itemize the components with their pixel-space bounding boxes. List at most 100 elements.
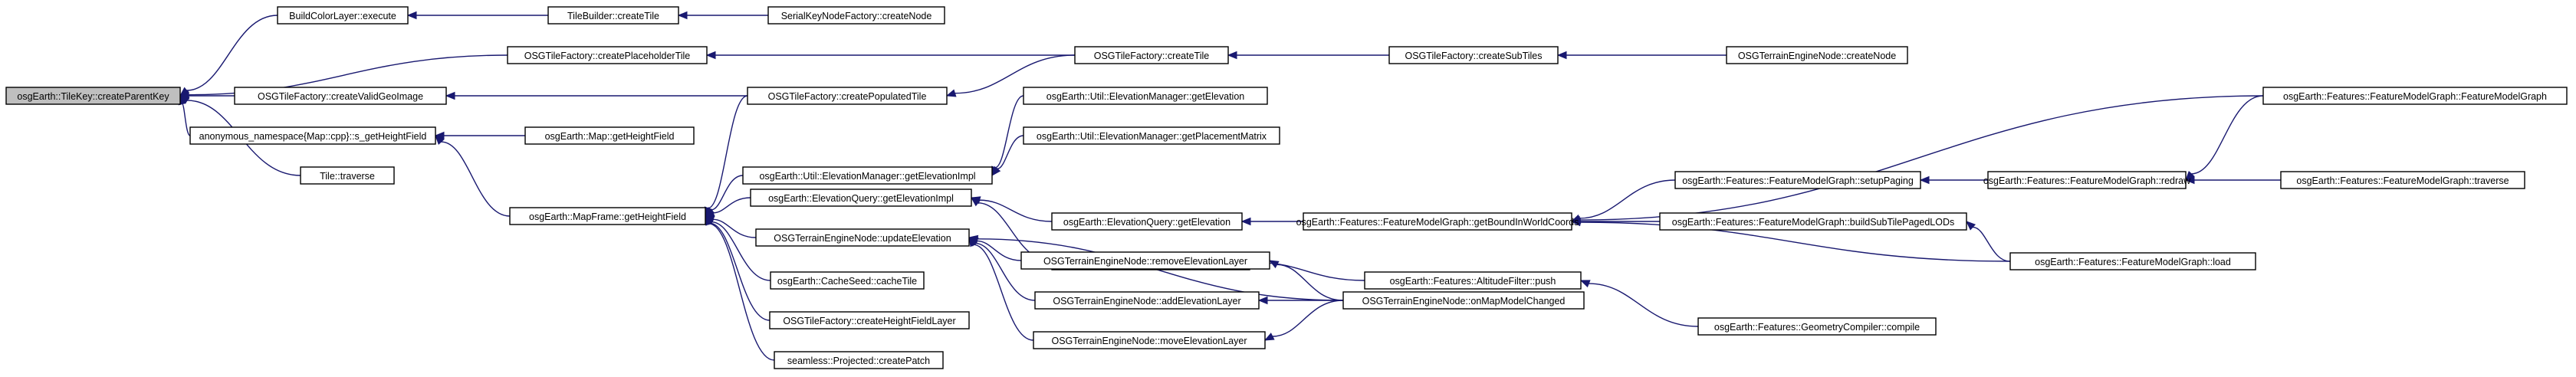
- graph-node[interactable]: OSGTileFactory::createPopulatedTile: [747, 87, 948, 105]
- graph-node[interactable]: osgEarth::Util::ElevationManager::getPla…: [1023, 126, 1280, 145]
- graph-node-root[interactable]: osgEarth::TileKey::createParentKey: [5, 87, 181, 105]
- graph-node[interactable]: osgEarth::ElevationQuery::getElevation: [1051, 212, 1243, 231]
- graph-edge-arrowhead: [1257, 296, 1268, 305]
- graph-node[interactable]: anonymous_namespace{Map::cpp}::s_getHeig…: [189, 126, 436, 145]
- graph-node-label: TileBuilder::createTile: [567, 11, 659, 21]
- graph-edge: [1240, 217, 1303, 226]
- graph-node-label: OSGTerrainEngineNode::createNode: [1738, 51, 1896, 61]
- graph-node[interactable]: osgEarth::MapFrame::getHeightField: [509, 207, 706, 225]
- graph-node[interactable]: osgEarth::Features::FeatureModelGraph::g…: [1296, 212, 1579, 231]
- graph-node[interactable]: osgEarth::Features::FeatureModelGraph::s…: [1674, 171, 1921, 189]
- graph-edge: [1919, 175, 1988, 185]
- graph-node-box: [1674, 171, 1921, 189]
- graph-node-box: [750, 188, 972, 207]
- graph-node[interactable]: OSGTileFactory::createTile: [1074, 46, 1229, 64]
- graph-node[interactable]: OSGTerrainEngineNode::onMapModelChanged: [1342, 291, 1585, 310]
- graph-edge-arrowhead: [406, 11, 417, 20]
- graph-node-label: osgEarth::Features::FeatureModelGraph::l…: [2035, 257, 2231, 267]
- graph-node-box: [1074, 46, 1229, 64]
- graph-node-label: osgEarth::ElevationQuery::getElevation: [1063, 217, 1230, 228]
- graph-edge-line: [1973, 226, 2011, 262]
- graph-node[interactable]: OSGTerrainEngineNode::addElevationLayer: [1034, 291, 1260, 310]
- graph-node-label: SerialKeyNodeFactory::createNode: [781, 11, 932, 21]
- graph-node-box: [769, 311, 970, 329]
- graph-node[interactable]: OSGTerrainEngineNode::removeElevationLay…: [1020, 251, 1270, 270]
- graph-edge: [2185, 95, 2264, 181]
- graph-edge-arrowhead: [1240, 217, 1251, 226]
- graph-node[interactable]: osgEarth::Features::AltitudeFilter::push: [1364, 271, 1582, 290]
- graph-node[interactable]: OSGTerrainEngineNode::moveElevationLayer: [1033, 331, 1266, 349]
- graph-node[interactable]: osgEarth::ElevationQuery::getElevationIm…: [750, 188, 972, 207]
- graph-node-label: OSGTileFactory::createPlaceholderTile: [524, 51, 691, 61]
- graph-edge: [1257, 296, 1343, 305]
- graph-node[interactable]: OSGTileFactory::createHeightFieldLayer: [769, 311, 970, 329]
- graph-edge-line: [713, 197, 751, 214]
- graph-edge: [435, 135, 511, 217]
- graph-edge-line: [994, 95, 1024, 169]
- graph-edge-line: [1579, 179, 1676, 219]
- graph-node[interactable]: OSGTileFactory::createSubTiles: [1388, 46, 1559, 64]
- graph-node-box: [1987, 171, 2187, 189]
- graph-edge-arrowhead: [1570, 218, 1581, 227]
- graph-edge: [179, 15, 278, 97]
- graph-node[interactable]: osgEarth::Features::GeometryCompiler::co…: [1697, 317, 1937, 336]
- graph-edge-line: [441, 141, 511, 217]
- graph-edge-line: [181, 103, 191, 136]
- graph-node[interactable]: osgEarth::Features::FeatureModelGraph::t…: [2280, 171, 2525, 189]
- graph-node[interactable]: osgEarth::CacheSeed::cacheTile: [770, 271, 925, 290]
- graph-node[interactable]: seamless::Projected::createPatch: [774, 351, 944, 369]
- graph-node[interactable]: OSGTerrainEngineNode::updateElevation: [755, 228, 970, 247]
- graph-edge: [991, 135, 1024, 177]
- graph-node[interactable]: osgEarth::Features::FeatureModelGraph::l…: [2009, 252, 2256, 270]
- graph-edge-line: [1272, 300, 1344, 337]
- graph-edge-arrowhead: [1263, 333, 1275, 341]
- graph-node[interactable]: Tile::traverse: [300, 166, 395, 185]
- graph-node-label: OSGTileFactory::createSubTiles: [1405, 51, 1543, 61]
- graph-edge-line: [709, 222, 770, 321]
- graph-node-box: [1020, 251, 1270, 270]
- graph-node[interactable]: osgEarth::Map::getHeightField: [524, 126, 695, 145]
- graph-node[interactable]: BuildColorLayer::execute: [277, 6, 409, 25]
- graph-edge: [968, 236, 1034, 341]
- graph-node[interactable]: OSGTileFactory::createValidGeoImage: [234, 87, 447, 105]
- graph-node-box: [1388, 46, 1559, 64]
- graph-node-box: [507, 46, 708, 64]
- graph-edge: [445, 91, 748, 100]
- graph-edge-line: [974, 242, 1036, 301]
- graph-node-label: osgEarth::Features::FeatureModelGraph::s…: [1682, 175, 1914, 186]
- graph-node-box: [770, 271, 925, 290]
- graph-node-box: [524, 126, 695, 145]
- graph-node-label: osgEarth::Features::FeatureModelGraph::b…: [1672, 217, 1955, 228]
- graph-node-label: anonymous_namespace{Map::cpp}::s_getHeig…: [199, 131, 427, 142]
- graph-node-label: osgEarth::Features::FeatureModelGraph::g…: [1296, 217, 1579, 228]
- graph-edge-arrowhead: [1919, 175, 1930, 185]
- graph-edge: [677, 11, 768, 20]
- graph-edge-arrowhead: [179, 95, 190, 104]
- graph-node[interactable]: osgEarth::Util::ElevationManager::getEle…: [742, 166, 993, 185]
- graph-node-label: OSGTileFactory::createValidGeoImage: [258, 91, 423, 102]
- graph-edge-arrowhead: [1227, 51, 1237, 60]
- graph-node[interactable]: SerialKeyNodeFactory::createNode: [767, 6, 945, 25]
- graph-node-label: osgEarth::Util::ElevationManager::getPla…: [1037, 131, 1267, 142]
- graph-node-box: [1033, 331, 1266, 349]
- graph-node-box: [1726, 46, 1908, 64]
- graph-node[interactable]: TileBuilder::createTile: [547, 6, 679, 25]
- graph-node[interactable]: OSGTileFactory::createPlaceholderTile: [507, 46, 708, 64]
- graph-node[interactable]: OSGTerrainEngineNode::createNode: [1726, 46, 1908, 64]
- graph-edge: [1263, 300, 1344, 341]
- graph-edge: [704, 197, 751, 217]
- graph-node-box: [747, 87, 948, 105]
- graph-edge: [1268, 260, 1344, 301]
- graph-edge: [1966, 221, 2011, 262]
- graph-node-label: OSGTerrainEngineNode::moveElevationLayer: [1052, 336, 1247, 346]
- graph-edge-line: [1589, 283, 1699, 327]
- graph-edge-line: [186, 15, 278, 91]
- graph-node[interactable]: osgEarth::Features::FeatureModelGraph::F…: [2262, 87, 2568, 105]
- graph-node-label: osgEarth::TileKey::createParentKey: [17, 91, 169, 102]
- graph-edge-line: [708, 95, 748, 209]
- graph-node[interactable]: osgEarth::Features::FeatureModelGraph::b…: [1659, 212, 1967, 231]
- graph-node[interactable]: osgEarth::Features::FeatureModelGraph::r…: [1983, 171, 2191, 189]
- graph-node-label: osgEarth::Util::ElevationManager::getEle…: [759, 171, 975, 182]
- graph-edge-line: [977, 240, 1022, 261]
- graph-node[interactable]: osgEarth::Util::ElevationManager::getEle…: [1023, 87, 1268, 105]
